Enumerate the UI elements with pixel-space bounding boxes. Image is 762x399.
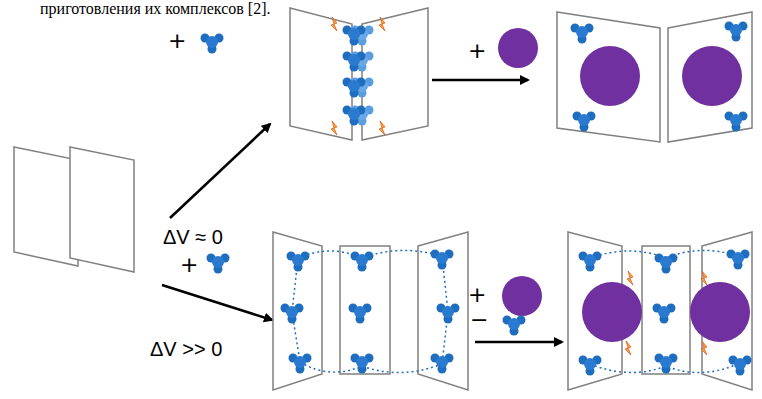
tight-sheets [290, 8, 428, 140]
volume-change-label: ΔV >> 0 [150, 338, 222, 361]
volume-change-label: ΔV ≈ 0 [163, 226, 223, 249]
complex-swollen-sheets [568, 232, 752, 390]
plus-sign: + [180, 252, 198, 277]
caption-fragment: приготовления их комплексов [2]. [40, 0, 270, 18]
plus-sign: + [468, 282, 486, 307]
minus-sign: − [470, 307, 488, 332]
plus-sign: + [168, 28, 186, 53]
swollen-sheets [273, 232, 468, 390]
plus-sign: + [468, 38, 486, 63]
complex-sheets [557, 12, 752, 142]
layered-sheets [14, 147, 134, 272]
